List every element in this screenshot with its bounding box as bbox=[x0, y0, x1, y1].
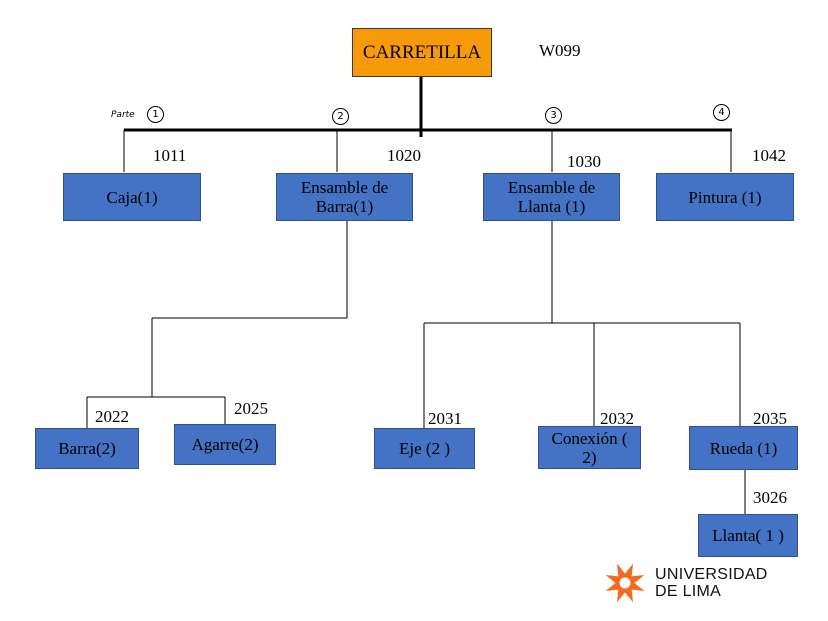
logo-petal bbox=[616, 563, 629, 582]
code-rueda: 2035 bbox=[753, 409, 787, 428]
node-barra-label: Barra(2) bbox=[58, 439, 116, 458]
node-eje-label: Eje (2 ) bbox=[399, 439, 450, 458]
node-pintura: Pintura (1) bbox=[656, 173, 794, 221]
node-caja: Caja(1) bbox=[63, 173, 201, 221]
parte-label: Parte bbox=[111, 110, 135, 120]
node-llanta: Llanta( 1 ) bbox=[698, 514, 798, 557]
code-pintura: 1042 bbox=[752, 146, 786, 165]
code-caja: 1011 bbox=[153, 146, 187, 165]
node-ensamble-de-llanta-label: Ensamble de Llanta (1) bbox=[507, 178, 596, 216]
node-conexion: Conexión ( 2) bbox=[538, 426, 641, 469]
code-conexion: 2032 bbox=[600, 409, 634, 428]
logo-line-1: UNIVERSIDAD bbox=[655, 566, 768, 583]
node-eje: Eje (2 ) bbox=[374, 428, 475, 469]
root-code: W099 bbox=[539, 41, 581, 60]
code-ensamble-llanta: 1030 bbox=[567, 152, 601, 171]
node-llanta-label: Llanta( 1 ) bbox=[712, 526, 784, 545]
code-barra: 2022 bbox=[95, 407, 129, 426]
code-agarre: 2025 bbox=[234, 399, 268, 418]
university-logo-icon bbox=[605, 563, 645, 603]
node-ensamble-de-barra: Ensamble de Barra(1) bbox=[276, 173, 413, 221]
node-rueda-label: Rueda (1) bbox=[709, 438, 778, 458]
node-conexion-label: Conexión ( 2) bbox=[551, 428, 628, 467]
level-marker-2: 2 bbox=[332, 108, 349, 125]
level-marker-1: 1 bbox=[147, 106, 164, 123]
node-barra: Barra(2) bbox=[35, 428, 139, 469]
node-caja-label: Caja(1) bbox=[106, 187, 158, 207]
root-label: CARRETILLA bbox=[362, 42, 482, 63]
node-rueda: Rueda (1) bbox=[689, 426, 798, 470]
level-marker-3: 3 bbox=[545, 107, 562, 124]
node-ensamble-de-barra-label: Ensamble de Barra(1) bbox=[300, 178, 389, 216]
code-llanta: 3026 bbox=[753, 488, 787, 507]
node-pintura-label: Pintura (1) bbox=[688, 187, 762, 207]
root-node-carretilla: CARRETILLA bbox=[352, 28, 492, 77]
level-marker-4: 4 bbox=[713, 104, 730, 121]
node-agarre-label: Agarre(2) bbox=[191, 435, 259, 454]
node-agarre: Agarre(2) bbox=[174, 424, 276, 465]
node-ensamble-de-llanta: Ensamble de Llanta (1) bbox=[483, 173, 620, 221]
code-eje: 2031 bbox=[428, 409, 462, 428]
logo-line-2: DE LIMA bbox=[655, 583, 722, 600]
code-ensamble-barra: 1020 bbox=[387, 146, 421, 165]
